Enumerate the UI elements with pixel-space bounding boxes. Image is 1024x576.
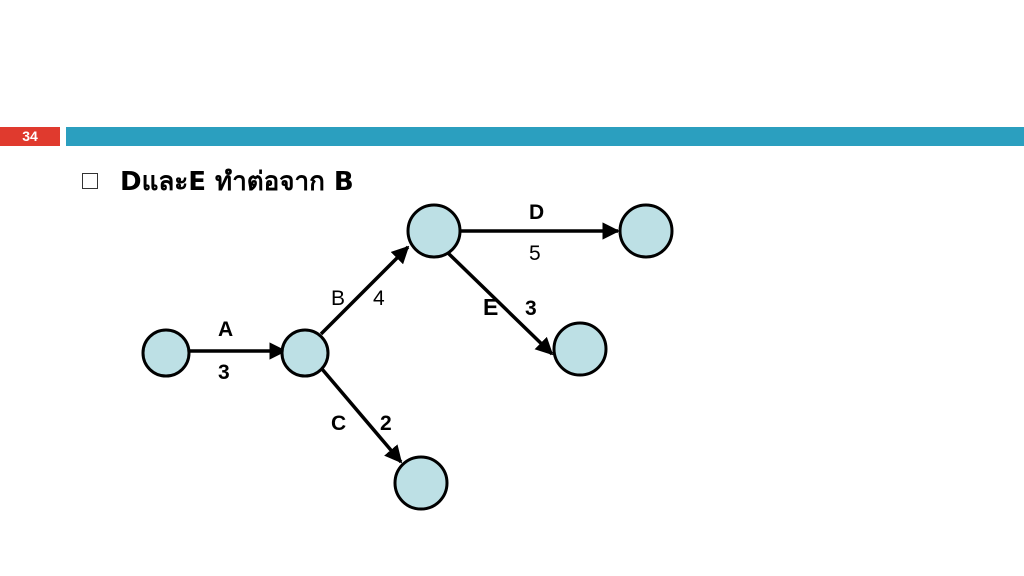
node-after-a	[280, 328, 330, 378]
edge-c-arrow	[320, 367, 403, 464]
edge-e-duration: 3	[525, 297, 537, 320]
bullet-text: DและE ทำต่อจาก B	[120, 166, 354, 197]
edge-c-duration: 2	[380, 412, 392, 435]
bullet-square-icon	[82, 173, 98, 189]
header-bar	[66, 127, 1024, 146]
node-after-c	[393, 455, 449, 511]
node-after-b	[406, 203, 462, 259]
edge-e-label: E	[483, 294, 498, 320]
edge-a-duration: 3	[218, 361, 230, 384]
bullet-item: DและE ทำต่อจาก B	[82, 163, 354, 199]
edge-b-duration: 4	[373, 287, 385, 310]
node-start	[141, 328, 191, 378]
edge-e-arrow	[446, 251, 554, 356]
edge-c-label: C	[331, 412, 346, 435]
node-after-d	[618, 203, 674, 259]
edge-b-arrow	[319, 245, 410, 336]
node-after-e	[552, 321, 608, 377]
edge-b-label: B	[331, 287, 345, 310]
edge-d-label: D	[529, 201, 544, 224]
edge-a-label: A	[218, 318, 233, 341]
slide-number: 34	[0, 127, 60, 146]
edge-d-duration: 5	[529, 242, 541, 265]
